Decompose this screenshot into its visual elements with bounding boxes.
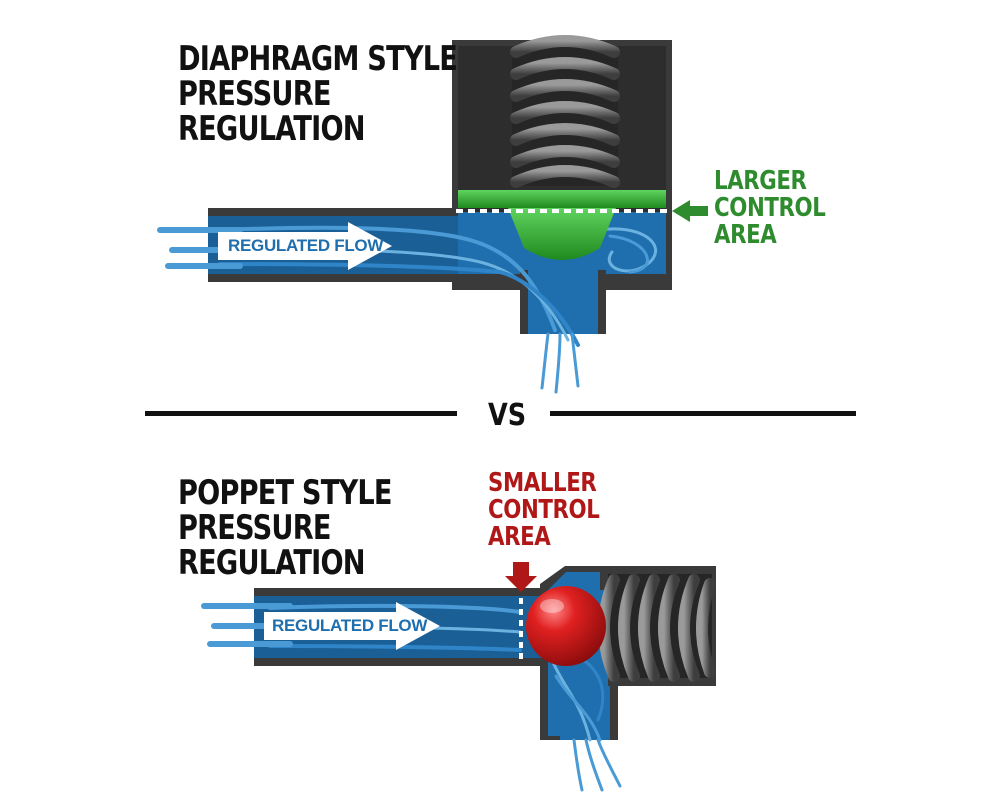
larger-control-area-callout: LARGER CONTROL AREA (714, 166, 826, 250)
diaphragm-plate (458, 190, 666, 208)
spring-icon (598, 574, 716, 682)
left-arrow-icon (672, 200, 708, 222)
regulated-flow-label-bottom: REGULATED FLOW (272, 616, 428, 635)
smaller-control-area-callout: SMALLER CONTROL AREA (488, 468, 600, 552)
regulated-flow-label-top: REGULATED FLOW (228, 236, 384, 255)
down-arrow-icon (505, 562, 537, 592)
spring-icon (510, 35, 620, 188)
poppet-title: POPPET STYLE PRESSURE REGULATION (178, 473, 392, 583)
right-arrow-icon (264, 602, 440, 650)
diaphragm-title: DIAPHRAGM STYLE PRESSURE REGULATION (178, 39, 458, 149)
separator-rule-left (145, 411, 457, 416)
diaphragm-poppet (508, 208, 616, 260)
flow-streaks-top (218, 225, 657, 347)
diaphragm-regulator (157, 35, 708, 394)
right-arrow-icon (218, 222, 392, 270)
flow-streaks-bottom (268, 603, 605, 742)
poppet-regulator (201, 562, 716, 792)
separator-rule-right (550, 411, 856, 416)
ball-icon (526, 586, 606, 666)
vs-label: VS (488, 398, 527, 433)
